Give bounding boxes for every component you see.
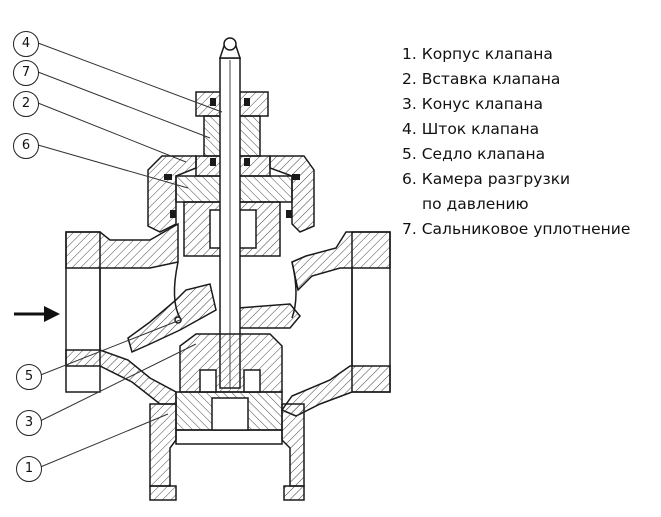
callout-2: 2 bbox=[13, 91, 39, 117]
callout-7: 7 bbox=[13, 60, 39, 86]
gland-seal bbox=[164, 98, 300, 218]
leader-lines bbox=[37, 42, 223, 469]
legend-item: 2. Вставка клапана bbox=[402, 70, 561, 88]
legend-item: 7. Сальниковое уплотнение bbox=[402, 220, 631, 238]
parts-legend: 1. Корпус клапана 2. Вставка клапана 3. … bbox=[402, 42, 630, 242]
callout-6: 6 bbox=[13, 133, 39, 159]
valve-seat bbox=[174, 316, 283, 431]
callout-4: 4 bbox=[13, 31, 39, 57]
callout-1: 1 bbox=[16, 456, 42, 482]
legend-item-continuation: по давлению bbox=[422, 195, 529, 213]
legend-item: 6. Камера разгрузки bbox=[402, 170, 571, 188]
body-outlines bbox=[65, 231, 391, 445]
valve-cone bbox=[179, 333, 283, 393]
callout-3: 3 bbox=[16, 410, 42, 436]
legend-item: 5. Седло клапана bbox=[402, 145, 546, 163]
legend-item: 3. Конус клапана bbox=[402, 95, 543, 113]
legend-item: 1. Корпус клапана bbox=[402, 45, 553, 63]
flow-arrow bbox=[14, 306, 60, 322]
callout-5: 5 bbox=[16, 364, 42, 390]
legend-item: 4. Шток клапана bbox=[402, 120, 540, 138]
